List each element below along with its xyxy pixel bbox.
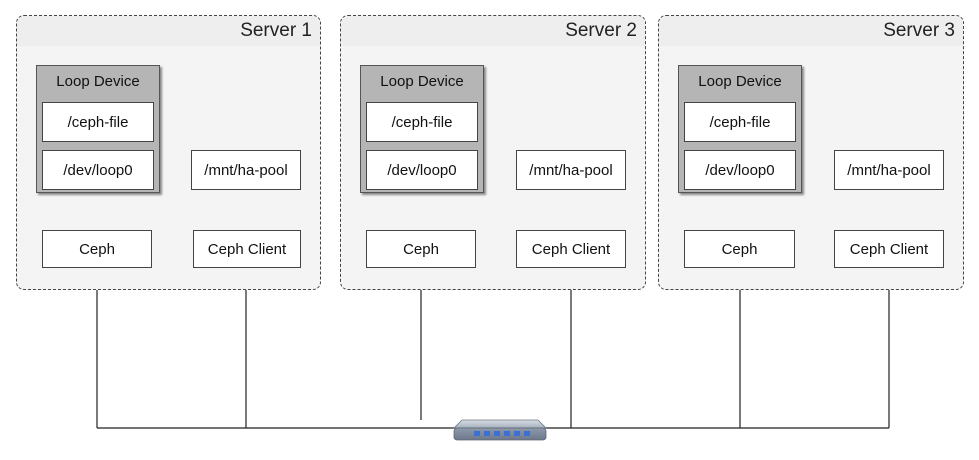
ceph-box: Ceph [366, 230, 476, 268]
server-title: Server 1 [240, 20, 312, 41]
mount-box: /mnt/ha-pool [191, 150, 301, 190]
server-title: Server 3 [883, 20, 955, 41]
ceph-file-box: /ceph-file [366, 102, 478, 142]
mount-box: /mnt/ha-pool [834, 150, 944, 190]
ceph-box: Ceph [42, 230, 152, 268]
ceph-file-box: /ceph-file [42, 102, 154, 142]
ceph-box: Ceph [684, 230, 795, 268]
network-switch-icon [453, 419, 547, 441]
loop-device-title: Loop Device [56, 73, 140, 90]
ceph-client-box: Ceph Client [834, 230, 944, 268]
server-title: Server 2 [565, 20, 637, 41]
mount-box: /mnt/ha-pool [516, 150, 626, 190]
server-header [17, 16, 320, 46]
loop-device-title: Loop Device [380, 73, 464, 90]
dev-loop-box: /dev/loop0 [684, 150, 796, 190]
ceph-client-box: Ceph Client [193, 230, 301, 268]
ceph-client-box: Ceph Client [516, 230, 626, 268]
loop-device-title: Loop Device [698, 73, 782, 90]
ceph-file-box: /ceph-file [684, 102, 796, 142]
dev-loop-box: /dev/loop0 [42, 150, 154, 190]
dev-loop-box: /dev/loop0 [366, 150, 478, 190]
server-header [659, 16, 963, 46]
server-header [341, 16, 645, 46]
